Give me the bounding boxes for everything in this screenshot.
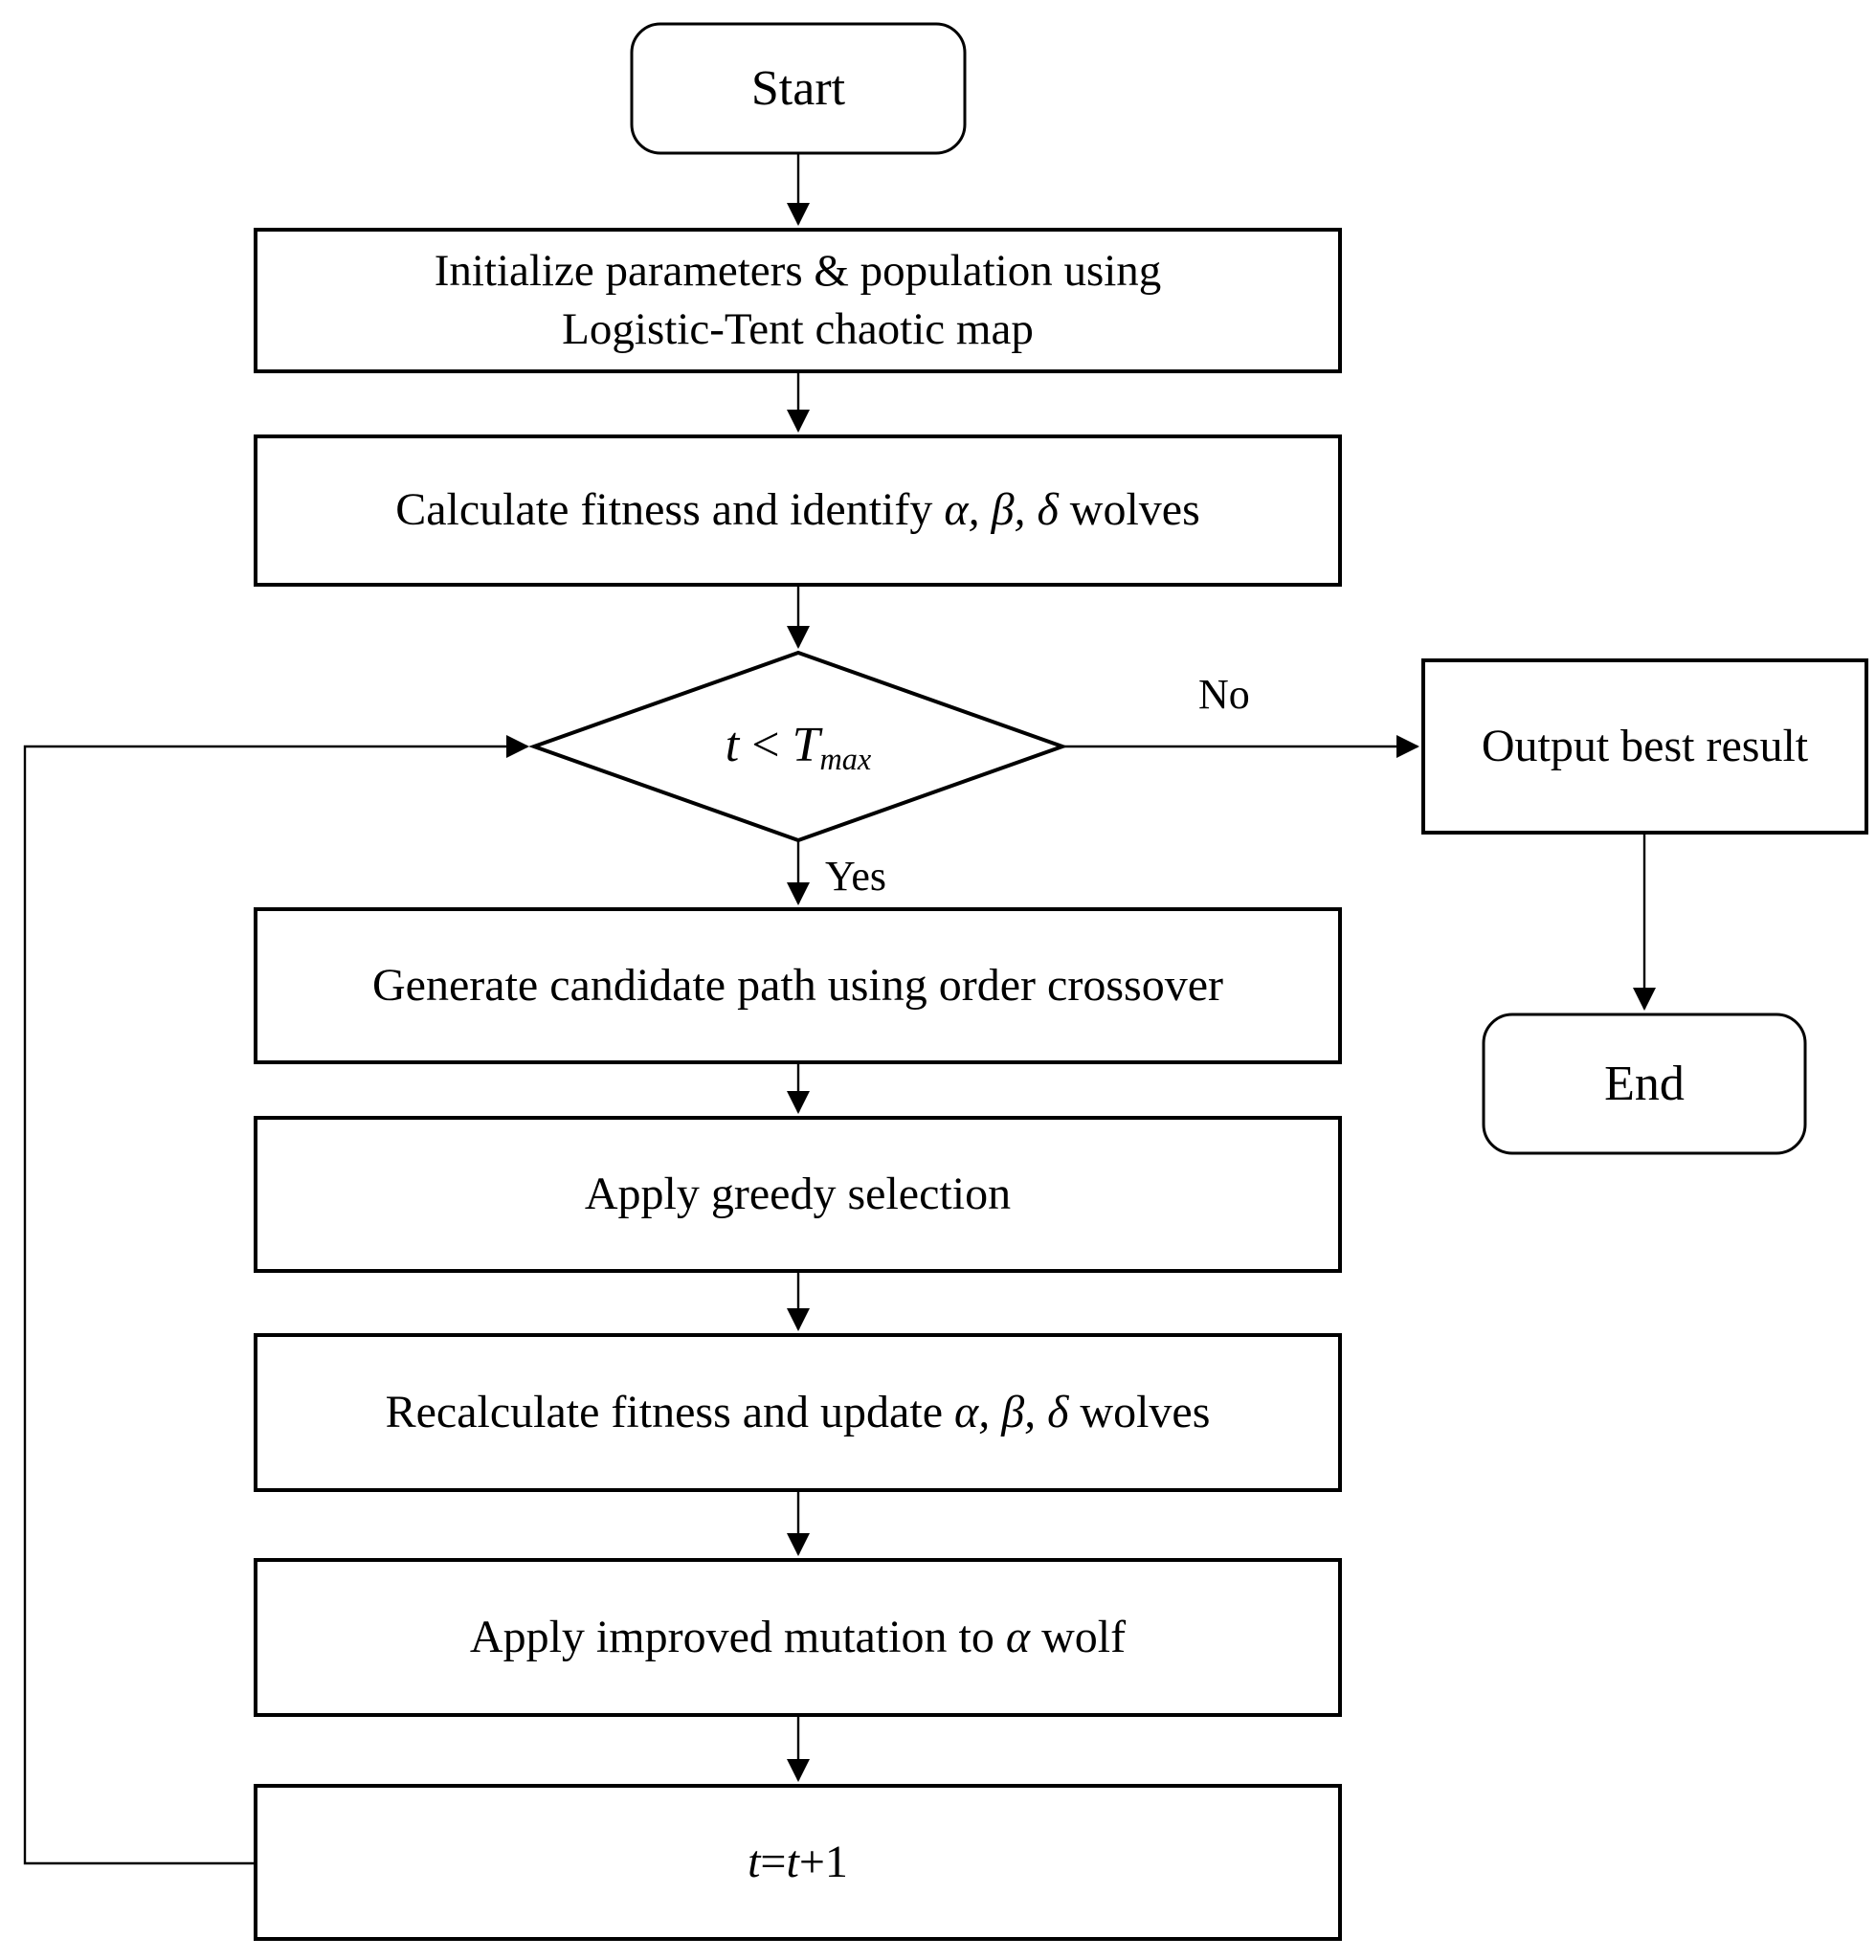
edge-increment-loop-to-decision — [23, 735, 529, 1865]
increment-node-shape — [254, 1784, 1342, 1941]
greedy-node-shape — [254, 1116, 1342, 1273]
output-node-shape — [1421, 658, 1868, 835]
mutation-node-shape — [254, 1558, 1342, 1717]
calc-fitness-node-shape — [254, 434, 1342, 587]
decision-node-shape — [528, 650, 1068, 843]
initialize-node-shape — [254, 228, 1342, 373]
start-node-shape — [630, 22, 967, 155]
recalc-node-shape — [254, 1333, 1342, 1492]
end-node-shape — [1482, 1013, 1807, 1155]
generate-node-shape — [254, 907, 1342, 1064]
